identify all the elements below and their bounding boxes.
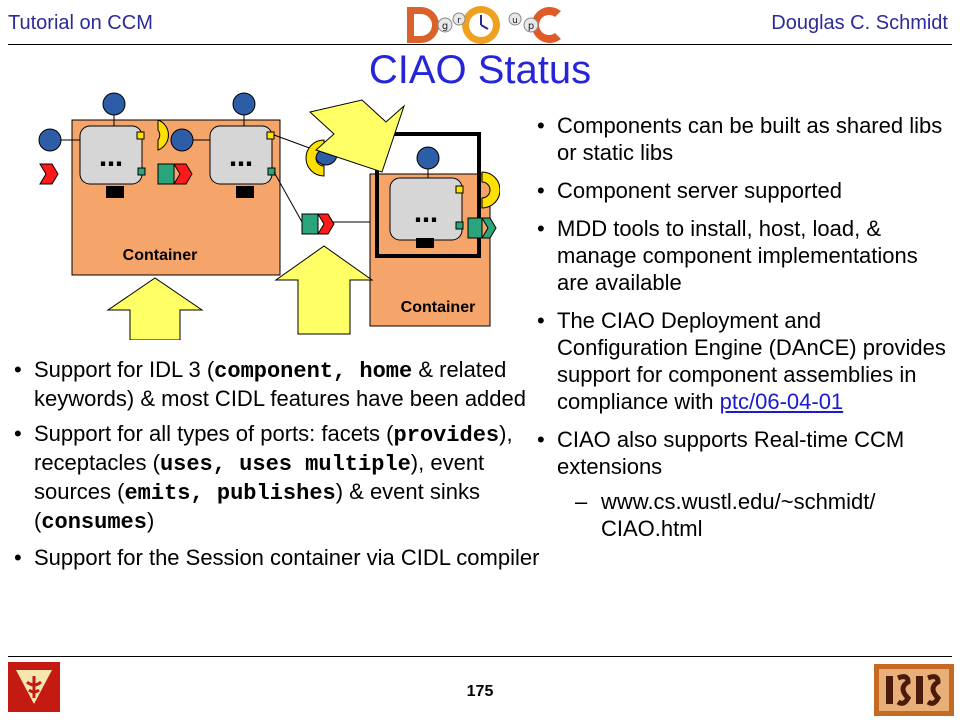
port-icon xyxy=(416,146,440,170)
facet-icon xyxy=(39,163,59,185)
arrow-up-left xyxy=(106,277,204,340)
svg-text:g: g xyxy=(442,21,448,32)
svg-text:u: u xyxy=(512,16,518,26)
highlight-frame xyxy=(375,132,481,258)
container-label-right: Container xyxy=(401,299,476,316)
arrow-diagonal xyxy=(308,99,406,173)
port-icon xyxy=(102,92,126,116)
doc-group-logo: g r u p xyxy=(407,6,561,44)
svg-text:…: … xyxy=(99,144,123,172)
bullet-rt-ccm: CIAO also supports Real-time CCM extensi… xyxy=(535,426,955,480)
event-source-icon xyxy=(317,213,335,235)
port-icon xyxy=(170,128,194,152)
bullet-dance: The CIAO Deployment and Configuration En… xyxy=(535,307,955,415)
isis-logo xyxy=(874,664,954,716)
port-icon xyxy=(232,92,256,116)
svg-text:r: r xyxy=(457,16,461,26)
bullet-idl3: Support for IDL 3 (component, home & rel… xyxy=(12,356,540,412)
bullet-port-types: Support for all types of ports: facets (… xyxy=(12,420,540,536)
bullet-component-server: Component server supported xyxy=(535,177,955,204)
ptc-spec-link[interactable]: ptc/06-04-01 xyxy=(719,389,844,414)
header-rule xyxy=(8,44,952,45)
header-course-title: Tutorial on CCM xyxy=(8,12,153,34)
arrow-up-right xyxy=(274,245,374,335)
left-bullet-list: Support for IDL 3 (component, home & rel… xyxy=(12,356,540,579)
component-box-2 xyxy=(209,125,273,185)
svg-text:p: p xyxy=(528,21,534,32)
port-icon xyxy=(38,128,62,152)
slide-title: CIAO Status xyxy=(368,48,592,92)
footer-rule xyxy=(8,656,952,657)
right-bullet-list: Components can be built as shared libs o… xyxy=(535,112,955,553)
receptacle-icon xyxy=(157,119,169,151)
event-sink-icon xyxy=(301,213,319,235)
receptacle-icon xyxy=(481,171,500,209)
bullet-static-libs: Components can be built as shared libs o… xyxy=(535,112,955,166)
container-label-left: Container xyxy=(123,247,198,264)
component-container-diagram: Container … … Container … xyxy=(38,92,500,340)
event-sink-icon xyxy=(157,163,175,185)
facet-icon xyxy=(173,163,193,185)
component-box-1 xyxy=(79,125,143,185)
bullet-mdd-tools: MDD tools to install, host, load, & mana… xyxy=(535,215,955,296)
svg-text:…: … xyxy=(229,144,253,172)
event-source-icon xyxy=(481,217,497,239)
page-number: 175 xyxy=(466,683,494,700)
header-author: Douglas C. Schmidt xyxy=(771,12,948,34)
svg-text:…: … xyxy=(414,200,438,228)
bullet-session-container: Support for the Session container via CI… xyxy=(12,544,540,571)
sub-bullet-url: www.cs.wustl.edu/~schmidt/ CIAO.html xyxy=(535,488,955,542)
event-sink-icon xyxy=(467,217,483,239)
vanderbilt-logo xyxy=(8,662,60,712)
